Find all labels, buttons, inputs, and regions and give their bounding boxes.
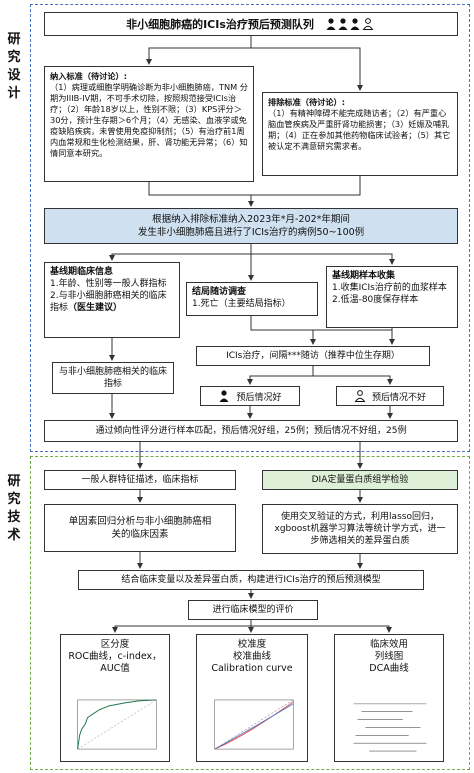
inclusion-title: 纳入标准（待讨论）: [50,71,127,81]
roc-curve-thumbnail [77,699,157,750]
evaluation-box: 进行临床模型的评价 [188,600,318,620]
person-outline-icon [354,390,366,402]
baseline-clinical-box: 基线期临床信息 1.年龄、性别等一般人群指标 2.与非小细胞肺癌相关的临床指标（… [44,262,180,338]
side-char: 计 [7,86,21,101]
baseline-sample-item-2: 2.低温-80度保存样本 [332,295,419,305]
side-char: 技 [7,510,21,525]
exclusion-title: 排除标准（待讨论）: [268,97,345,107]
followup-box: 结局随访调查 1.死亡（主要结局指标） [186,282,318,316]
icis-followup-text: ICIs治疗，间隔***随访（推荐中位生存期） [226,351,400,361]
cohort-line-1: 根据纳入排除标准纳入2023年*月-202*年期间 [152,214,350,225]
regression-box: 单因素回归分析与非小细胞肺癌相关的临床因素 [44,504,236,552]
general-desc-text: 一般人群特征描述，临床指标 [81,475,199,485]
nomogram-thumbnail [353,703,427,752]
side-char: 研 [7,474,21,489]
research-tech-label: 研 究 技 术 [3,448,25,570]
design-section-frame [30,4,470,452]
matching-text: 通过倾向性评分进行样本匹配，预后情况好组，25例；预后情况不好组，25例 [95,426,407,436]
baseline-clinical-item-2: 2.与非小细胞肺癌相关的临床指标 [50,291,167,313]
baseline-clinical-item-1: 1.年龄、性别等一般人群指标 [50,279,167,289]
prognosis-bad-text: 预后情况不好 [371,392,426,403]
general-desc-box: 一般人群特征描述，临床指标 [44,470,236,490]
calibration-text: 校准度 校准曲线 Calibration curve [211,639,293,674]
baseline-sample-title: 基线期样本收集 [332,271,396,281]
matching-box: 通过倾向性评分进行样本匹配，预后情况好组，25例；预后情况不好组，25例 [44,420,458,442]
discrimination-text: 区分度 ROC曲线，c-index，AUC值 [68,639,162,674]
calibration-box: 校准度 校准曲线 Calibration curve [196,634,308,762]
exclusion-criteria-box: 排除标准（待讨论）: （1）有精神障碍不能完成随访者；（2）有严重心脑血管疾病及… [262,92,458,176]
icis-followup-box: ICIs治疗，间隔***随访（推荐中位生存期） [196,346,430,366]
cohort-title-bar: 非小细胞肺癌的ICIs治疗预后预测队列 [44,12,458,36]
prognosis-good-box: 预后情况好 [200,386,300,406]
followup-title: 结局随访调查 [192,287,247,297]
side-char: 设 [7,68,21,83]
side-char: 究 [7,50,21,65]
ml-text: 使用交叉验证的方式，利用lasso回归，xgboost机器学习算法等统计学方式，… [274,512,446,546]
doctor-advice-note: （医生建议） [68,303,123,313]
baseline-sample-item-1: 1.收集ICIs治疗前的血浆样本 [332,283,447,293]
model-build-box: 结合临床变量以及差异蛋白质，构建进行ICIs治疗的预后预测模型 [78,570,424,590]
prognosis-bad-box: 预后情况不好 [336,386,444,406]
followup-item-1: 1.死亡（主要结局指标） [192,299,291,309]
discrimination-box: 区分度 ROC曲线，c-index，AUC值 [60,634,170,762]
side-char: 术 [7,528,21,543]
side-char: 究 [7,492,21,507]
baseline-clinical-title: 基线期临床信息 [50,267,114,277]
exclusion-body: （1）有精神障碍不能完成随访者；（2）有严重心脑血管疾病及严重肝肾功能损害；（3… [268,108,451,151]
dia-text: DIA定量蛋白质组学检验 [311,475,409,485]
clinical-utility-box: 临床效用 列线图 DCA曲线 [334,634,444,762]
inclusion-body: （1）病理或细胞学明确诊断为非小细胞肺癌，TNM 分期为IIIB-IV期，不可手… [50,82,248,158]
regression-text: 单因素回归分析与非小细胞肺癌相关的临床因素 [68,516,212,540]
people-icon [326,18,376,30]
person-filled-icon [219,390,229,402]
tech-section-frame [30,456,470,770]
nsclc-indicators-text: 与非小细胞肺癌相关的临床指标 [58,367,167,389]
baseline-sample-box: 基线期样本收集 1.收集ICIs治疗前的血浆样本 2.低温-80度保存样本 [326,266,458,328]
clinical-utility-text: 临床效用 列线图 DCA曲线 [369,639,409,674]
model-build-text: 结合临床变量以及差异蛋白质，构建进行ICIs治疗的预后预测模型 [121,575,381,585]
inclusion-criteria-box: 纳入标准（待讨论）: （1）病理或细胞学明确诊断为非小细胞肺癌，TNM 分期为I… [44,66,254,182]
evaluation-text: 进行临床模型的评价 [212,605,294,615]
nsclc-indicators-box: 与非小细胞肺癌相关的临床指标 [52,362,174,394]
cohort-box: 根据纳入排除标准纳入2023年*月-202*年期间 发生非小细胞肺癌且进行了IC… [44,208,458,244]
prognosis-good-text: 预后情况好 [236,392,282,403]
research-design-label: 研 究 设 计 [3,28,25,106]
calibration-curve-thumbnail [214,699,294,750]
dia-box: DIA定量蛋白质组学检验 [262,470,458,490]
ml-box: 使用交叉验证的方式，利用lasso回归，xgboost机器学习算法等统计学方式，… [262,504,458,554]
cohort-line-2: 发生非小细胞肺癌且进行了ICIs治疗的病例50~100例 [137,227,365,238]
side-char: 研 [7,32,21,47]
page-title: 非小细胞肺癌的ICIs治疗预后预测队列 [126,18,314,31]
